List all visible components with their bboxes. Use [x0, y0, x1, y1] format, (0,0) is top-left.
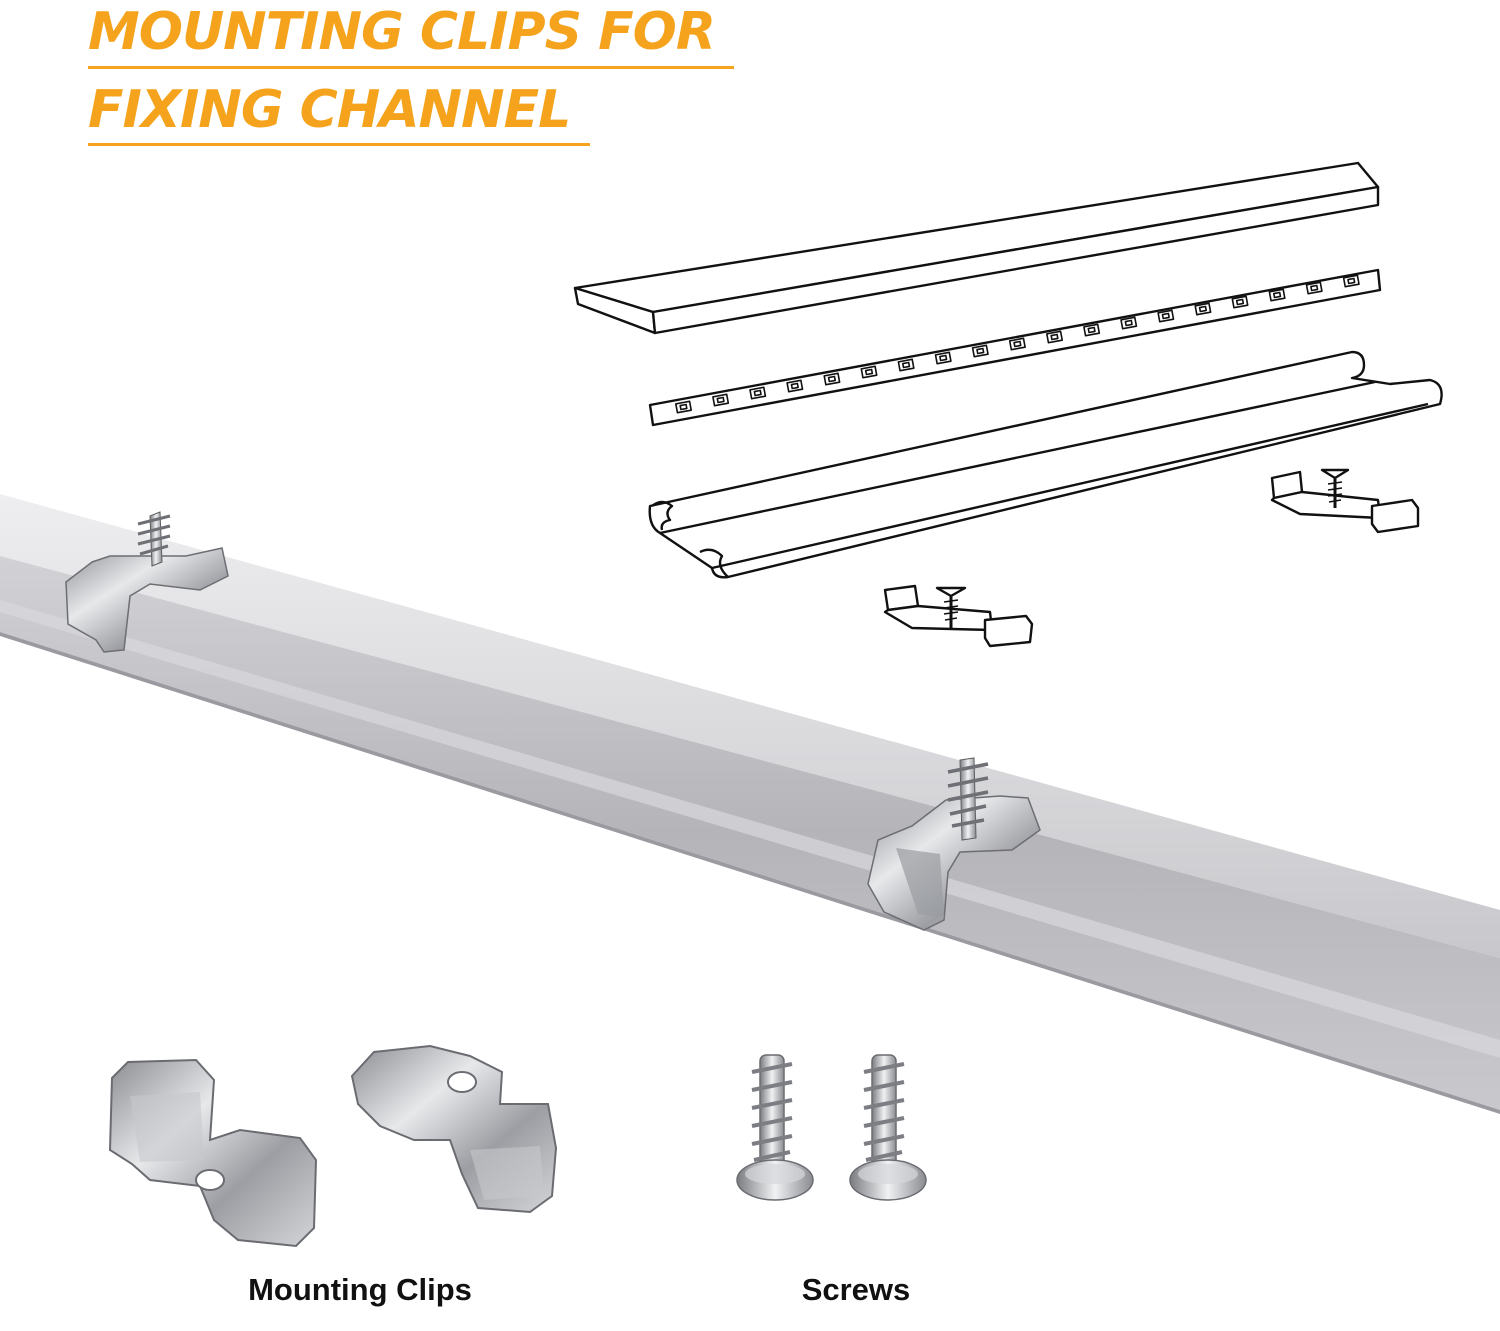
led-chip-core — [1124, 319, 1133, 327]
led-chip-core — [976, 347, 985, 355]
led-chip — [712, 393, 730, 407]
channel-drawing — [648, 350, 1443, 579]
rail-clip-left — [65, 511, 229, 653]
headline-underline-1 — [88, 66, 734, 69]
headline-line-1: MOUNTING CLIPS FOR — [88, 2, 716, 62]
led-chip-core — [1013, 340, 1022, 348]
loose-screw-1 — [736, 1054, 814, 1201]
led-chip — [749, 386, 767, 400]
led-chip — [1008, 337, 1026, 351]
led-chip — [1120, 316, 1138, 330]
caption-screws: Screws — [801, 1272, 911, 1307]
led-chip — [1342, 274, 1360, 288]
led-chip — [1083, 323, 1101, 337]
led-chip-core — [827, 375, 837, 383]
led-chip-core — [1310, 284, 1319, 292]
led-chip — [1157, 309, 1175, 323]
led-chip — [971, 344, 989, 358]
led-chip — [897, 358, 915, 372]
led-chip-core — [679, 403, 688, 411]
rail-clip-center — [867, 757, 1041, 931]
led-chip-core — [1235, 298, 1245, 306]
led-chip-core — [1050, 333, 1059, 341]
clip-drawing-left — [883, 584, 1034, 648]
led-chip — [1305, 281, 1323, 295]
led-strip-drawing — [648, 268, 1382, 427]
led-chip-core — [1087, 326, 1096, 334]
caption-mounting-clips: Mounting Clips — [248, 1272, 472, 1307]
diffuser-cover-drawing — [573, 161, 1380, 335]
led-chip-core — [1161, 312, 1170, 320]
led-chip-core — [864, 368, 874, 376]
headline-line-2: FIXING CHANNEL — [88, 80, 571, 140]
led-chip — [1046, 330, 1064, 344]
led-chip — [675, 400, 693, 414]
led-chip-core — [716, 396, 725, 404]
loose-clip-2 — [350, 1044, 558, 1214]
led-chip — [786, 379, 804, 393]
led-chips — [675, 274, 1360, 414]
led-chip — [934, 351, 952, 365]
led-chip — [860, 365, 878, 379]
headline-underline-2 — [88, 143, 590, 146]
aluminium-rail — [0, 494, 1500, 1114]
loose-screw-2 — [849, 1054, 927, 1201]
clip-drawing-right — [1270, 468, 1420, 534]
led-chip-core — [1272, 291, 1282, 299]
led-chip — [1268, 288, 1286, 302]
led-chip-core — [1347, 277, 1356, 285]
led-chip — [1194, 302, 1212, 316]
led-chip-core — [939, 354, 948, 362]
loose-clip-1 — [108, 1058, 318, 1248]
led-chip — [823, 372, 841, 386]
led-chip-core — [753, 389, 762, 397]
led-chip-core — [790, 382, 799, 390]
led-chip-core — [901, 361, 911, 369]
led-chip-core — [1198, 305, 1208, 313]
led-chip — [1231, 295, 1249, 309]
